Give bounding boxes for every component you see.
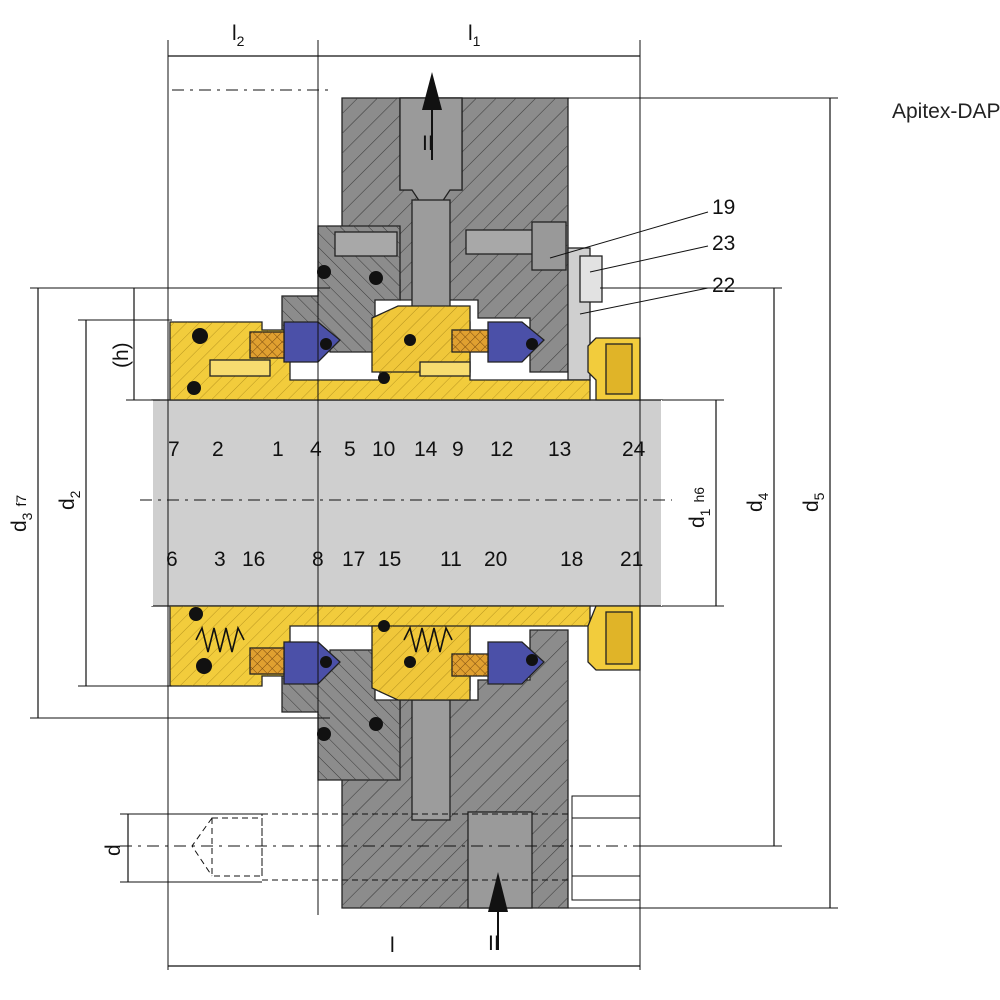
dim-l2: l2 [232, 22, 245, 49]
part-18: 18 [560, 548, 583, 571]
flow-mark-bottom: II [488, 932, 500, 955]
face-20 [487, 641, 545, 685]
dim-d5: d5 [800, 492, 827, 512]
mounting-bolt [191, 795, 641, 901]
part-5: 5 [344, 438, 356, 461]
housing-block [341, 97, 569, 909]
dimension-lines [30, 40, 838, 970]
dim-l: l [390, 934, 395, 957]
seal-cover [281, 221, 567, 781]
dim-h: (h) [110, 342, 133, 368]
leader-lines [549, 211, 709, 315]
part-15: 15 [378, 548, 401, 571]
bolt-head [571, 795, 641, 901]
part-3: 3 [214, 548, 226, 571]
dim-l1: l1 [468, 22, 481, 49]
flow-arrow-top [422, 72, 442, 110]
nut-23 [579, 255, 603, 303]
part-24: 24 [622, 438, 646, 461]
part-11: 11 [440, 548, 462, 571]
part-10: 10 [372, 438, 395, 461]
dim-d1: d1h6 [686, 487, 713, 528]
dim-d4: d4 [744, 492, 771, 512]
part-14: 14 [414, 438, 438, 461]
flow-mark-top: II [422, 132, 434, 155]
part-4: 4 [310, 438, 322, 461]
face-12 [487, 321, 545, 363]
packing-rings [249, 329, 489, 677]
part-20: 20 [484, 548, 507, 571]
dim-d3: d3f7 [8, 495, 35, 532]
port-bottom [411, 699, 451, 821]
cover-bolt [334, 231, 398, 257]
part-19: 19 [712, 196, 735, 219]
flow-arrow-bottom [488, 872, 508, 912]
bolt-head-19 [531, 221, 567, 271]
part-12: 12 [490, 438, 513, 461]
part-2: 2 [212, 438, 224, 461]
part-21: 21 [620, 548, 643, 571]
springs [195, 359, 471, 653]
center-lines [120, 89, 672, 847]
labels: Apitex-DAP l2 l1 l (h) d d3f7 d2 d1h6 d4… [8, 22, 1000, 957]
part-8: 8 [312, 548, 324, 571]
part-13: 13 [548, 438, 571, 461]
part-1: 1 [272, 438, 284, 461]
part-9: 9 [452, 438, 464, 461]
seal-faces [283, 321, 545, 685]
flow-arrows [422, 72, 508, 950]
part-7: 7 [168, 438, 180, 461]
part-23: 23 [712, 232, 735, 255]
part-16: 16 [242, 548, 265, 571]
clamp-collar [587, 337, 641, 671]
dim-d2: d2 [56, 490, 83, 510]
part-17: 17 [342, 548, 365, 571]
part-22: 22 [712, 274, 735, 297]
part-6: 6 [166, 548, 178, 571]
o-rings [187, 265, 538, 741]
dim-d: d [102, 844, 125, 856]
shaft [151, 399, 663, 607]
face-16 [283, 641, 341, 685]
model-title: Apitex-DAP [892, 100, 1000, 123]
